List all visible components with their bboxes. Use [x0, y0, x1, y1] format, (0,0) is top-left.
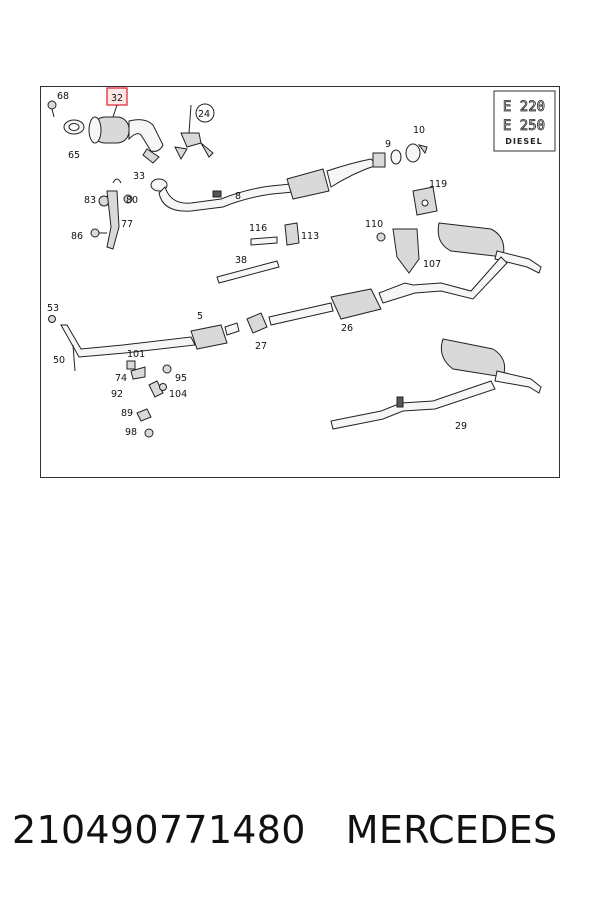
front-pipe-8	[158, 182, 304, 212]
label-83: 83	[84, 195, 96, 206]
label-29: 29	[455, 421, 467, 432]
label-32: 32	[111, 93, 123, 104]
nut-53	[48, 315, 56, 323]
clamp-65	[63, 119, 85, 135]
rear-silencer-29	[330, 338, 542, 430]
middle-resonator	[286, 152, 386, 200]
clamp-27	[246, 312, 268, 334]
front-catalytic-converter	[88, 104, 164, 164]
label-101: 101	[127, 349, 145, 360]
label-98: 98	[125, 427, 137, 438]
gasket-33	[150, 178, 168, 192]
label-9: 9	[385, 139, 391, 150]
clamp-10	[405, 143, 428, 163]
model-badge: E 220 E 250 DIESEL	[493, 90, 556, 152]
rear-silencer-upper	[437, 222, 542, 274]
product-caption: 210490771480 MERCEDES	[12, 808, 557, 852]
stud-50	[72, 344, 76, 372]
label-65: 65	[68, 150, 80, 161]
exhaust-diagram: E 220 E 250 DIESEL 32	[40, 86, 560, 478]
bolt-110	[376, 232, 386, 242]
rubber-mount-113	[284, 222, 300, 246]
label-116: 116	[249, 223, 267, 234]
pipe-38	[216, 260, 280, 284]
gasket-9	[390, 149, 402, 165]
label-53: 53	[47, 303, 59, 314]
part-number: 210490771480	[12, 808, 306, 852]
support-bracket-77	[90, 178, 133, 250]
label-89: 89	[121, 408, 133, 419]
fasteners-cluster	[126, 360, 172, 438]
label-104: 104	[169, 389, 187, 400]
front-pipe-5	[60, 322, 240, 358]
label-86: 86	[71, 231, 83, 242]
label-113: 113	[301, 231, 319, 242]
label-8: 8	[235, 191, 241, 202]
label-95: 95	[175, 373, 187, 384]
hanger-116	[250, 236, 278, 246]
label-50: 50	[53, 355, 65, 366]
label-119: 119	[429, 179, 447, 190]
brand-name: MERCEDES	[345, 808, 558, 852]
bracket-24	[174, 103, 215, 161]
bracket-107	[392, 228, 420, 274]
label-77: 77	[121, 219, 133, 230]
bolt-68	[47, 100, 57, 118]
label-74: 74	[115, 373, 127, 384]
label-5: 5	[197, 311, 203, 322]
label-110: 110	[365, 219, 383, 230]
label-92: 92	[111, 389, 123, 400]
badge-line-2: E 250	[503, 118, 545, 134]
label-107: 107	[423, 259, 441, 270]
label-27: 27	[255, 341, 267, 352]
label-24: 24	[198, 109, 210, 120]
exhaust-parts-drawing: E 220 E 250 DIESEL 32	[47, 87, 556, 438]
label-38: 38	[235, 255, 247, 266]
intermediate-pipe-26	[268, 256, 508, 326]
label-80: 80	[126, 195, 138, 206]
label-10: 10	[413, 125, 425, 136]
label-33: 33	[133, 171, 145, 182]
badge-line-3: DIESEL	[505, 137, 542, 146]
badge-line-1: E 220	[503, 99, 545, 115]
label-26: 26	[341, 323, 353, 334]
highlight-callout: 32	[106, 87, 128, 106]
label-68: 68	[57, 91, 69, 102]
hanger-119	[412, 186, 438, 216]
